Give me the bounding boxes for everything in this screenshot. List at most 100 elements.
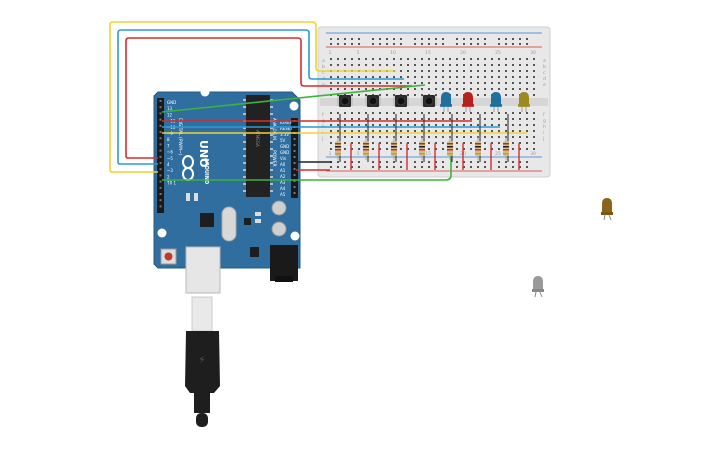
- rail-hole[interactable]: [470, 161, 472, 163]
- terminal-hole[interactable]: [519, 118, 521, 120]
- terminal-hole[interactable]: [407, 94, 409, 96]
- header-pin[interactable]: [159, 106, 162, 109]
- terminal-hole[interactable]: [484, 64, 486, 66]
- terminal-hole[interactable]: [470, 148, 472, 150]
- terminal-hole[interactable]: [421, 76, 423, 78]
- terminal-hole[interactable]: [344, 118, 346, 120]
- terminal-hole[interactable]: [337, 88, 339, 90]
- terminal-hole[interactable]: [533, 130, 535, 132]
- terminal-hole[interactable]: [400, 88, 402, 90]
- rail-hole[interactable]: [344, 161, 346, 163]
- terminal-hole[interactable]: [407, 88, 409, 90]
- rail-hole[interactable]: [498, 43, 500, 45]
- terminal-hole[interactable]: [407, 148, 409, 150]
- terminal-hole[interactable]: [421, 82, 423, 84]
- terminal-hole[interactable]: [393, 124, 395, 126]
- terminal-hole[interactable]: [330, 124, 332, 126]
- terminal-hole[interactable]: [449, 130, 451, 132]
- terminal-hole[interactable]: [498, 58, 500, 60]
- terminal-hole[interactable]: [449, 88, 451, 90]
- terminal-hole[interactable]: [435, 64, 437, 66]
- terminal-hole[interactable]: [365, 94, 367, 96]
- terminal-hole[interactable]: [358, 136, 360, 138]
- terminal-hole[interactable]: [463, 118, 465, 120]
- terminal-hole[interactable]: [407, 124, 409, 126]
- terminal-hole[interactable]: [379, 142, 381, 144]
- terminal-hole[interactable]: [449, 58, 451, 60]
- terminal-hole[interactable]: [386, 58, 388, 60]
- terminal-hole[interactable]: [428, 82, 430, 84]
- terminal-hole[interactable]: [365, 64, 367, 66]
- terminal-hole[interactable]: [330, 76, 332, 78]
- rail-hole[interactable]: [463, 166, 465, 168]
- terminal-hole[interactable]: [358, 94, 360, 96]
- terminal-hole[interactable]: [386, 76, 388, 78]
- terminal-hole[interactable]: [512, 76, 514, 78]
- terminal-hole[interactable]: [344, 130, 346, 132]
- terminal-hole[interactable]: [386, 148, 388, 150]
- terminal-hole[interactable]: [393, 58, 395, 60]
- terminal-hole[interactable]: [435, 76, 437, 78]
- terminal-hole[interactable]: [484, 118, 486, 120]
- terminal-hole[interactable]: [442, 70, 444, 72]
- terminal-hole[interactable]: [435, 112, 437, 114]
- rail-hole[interactable]: [393, 166, 395, 168]
- terminal-hole[interactable]: [414, 118, 416, 120]
- terminal-hole[interactable]: [526, 124, 528, 126]
- terminal-hole[interactable]: [442, 58, 444, 60]
- terminal-hole[interactable]: [435, 136, 437, 138]
- header-pin[interactable]: [159, 162, 162, 164]
- rail-hole[interactable]: [512, 166, 514, 168]
- pushbutton[interactable]: [337, 95, 353, 107]
- terminal-hole[interactable]: [400, 124, 402, 126]
- terminal-hole[interactable]: [456, 130, 458, 132]
- terminal-hole[interactable]: [491, 124, 493, 126]
- terminal-hole[interactable]: [470, 58, 472, 60]
- terminal-hole[interactable]: [330, 58, 332, 60]
- terminal-hole[interactable]: [379, 112, 381, 114]
- terminal-hole[interactable]: [477, 76, 479, 78]
- rail-hole[interactable]: [421, 43, 423, 45]
- terminal-hole[interactable]: [442, 124, 444, 126]
- rail-hole[interactable]: [414, 38, 416, 40]
- header-pin[interactable]: [159, 112, 162, 115]
- rail-hole[interactable]: [337, 43, 339, 45]
- rail-hole[interactable]: [386, 166, 388, 168]
- terminal-hole[interactable]: [400, 136, 402, 138]
- terminal-hole[interactable]: [526, 70, 528, 72]
- header-pin[interactable]: [293, 174, 296, 176]
- terminal-hole[interactable]: [351, 130, 353, 132]
- terminal-hole[interactable]: [414, 58, 416, 60]
- terminal-hole[interactable]: [421, 118, 423, 120]
- terminal-hole[interactable]: [442, 76, 444, 78]
- terminal-hole[interactable]: [463, 124, 465, 126]
- rail-hole[interactable]: [484, 43, 486, 45]
- terminal-hole[interactable]: [407, 70, 409, 72]
- header-pin[interactable]: [293, 180, 296, 182]
- terminal-hole[interactable]: [330, 118, 332, 120]
- terminal-hole[interactable]: [512, 70, 514, 72]
- terminal-hole[interactable]: [498, 130, 500, 132]
- terminal-hole[interactable]: [470, 130, 472, 132]
- wire-blue-loop[interactable]: [117, 29, 404, 165]
- rail-hole[interactable]: [351, 38, 353, 40]
- terminal-hole[interactable]: [526, 118, 528, 120]
- pushbutton[interactable]: [393, 95, 409, 107]
- terminal-hole[interactable]: [330, 136, 332, 138]
- terminal-hole[interactable]: [414, 76, 416, 78]
- rail-hole[interactable]: [428, 38, 430, 40]
- usb-connector[interactable]: ⚡: [185, 246, 221, 427]
- terminal-hole[interactable]: [442, 130, 444, 132]
- terminal-hole[interactable]: [505, 124, 507, 126]
- terminal-hole[interactable]: [421, 94, 423, 96]
- rail-hole[interactable]: [505, 166, 507, 168]
- terminal-hole[interactable]: [442, 112, 444, 114]
- leds[interactable]: [440, 92, 530, 112]
- terminal-hole[interactable]: [512, 118, 514, 120]
- terminal-hole[interactable]: [428, 58, 430, 60]
- terminal-hole[interactable]: [351, 142, 353, 144]
- terminal-hole[interactable]: [344, 64, 346, 66]
- led-blue[interactable]: [490, 92, 502, 112]
- terminal-hole[interactable]: [519, 148, 521, 150]
